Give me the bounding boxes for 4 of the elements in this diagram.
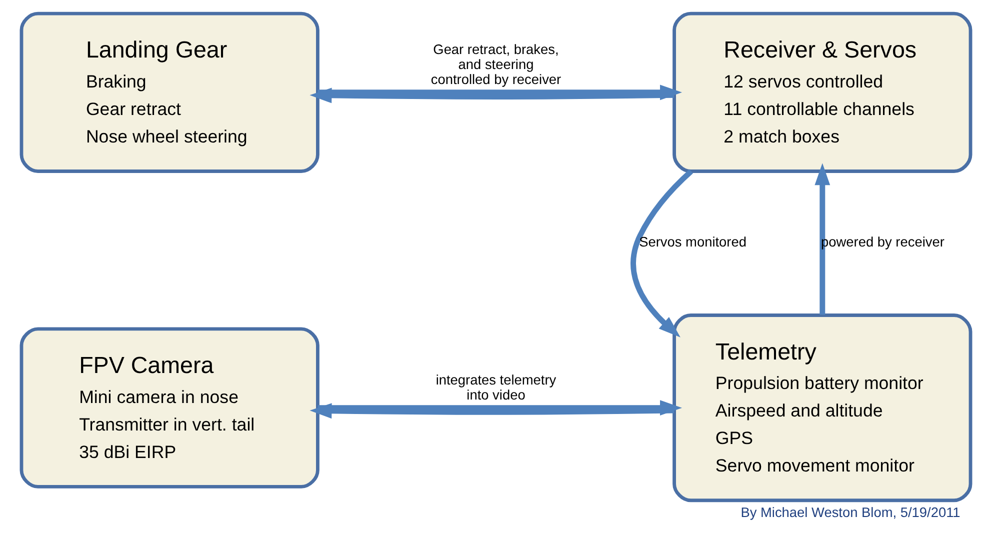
edge-label: Gear retract, brakes, and steering controlled by receiver xyxy=(430,42,562,88)
caption: By Michael Weston Blom, 5/19/2011 xyxy=(740,504,960,520)
edge-label: integrates telemetry into video xyxy=(436,372,556,403)
edge-label: Servos monitored xyxy=(639,234,746,250)
